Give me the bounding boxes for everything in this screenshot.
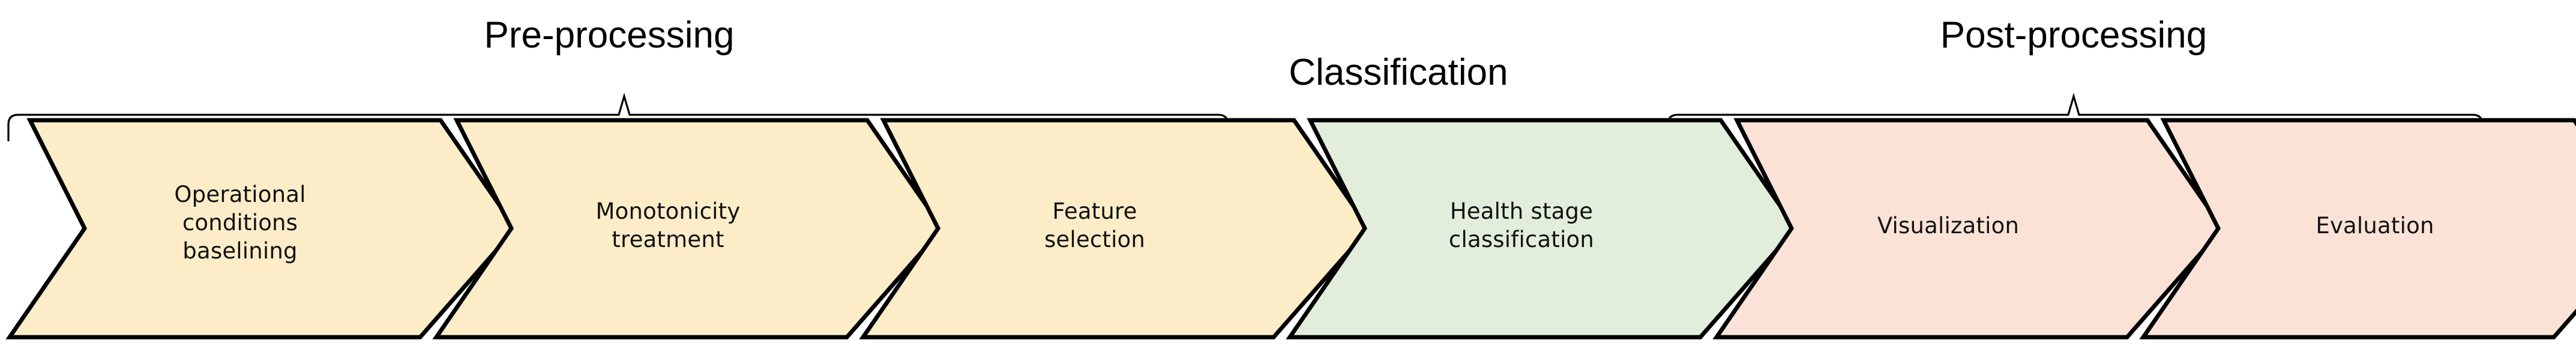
chevron-health-stage-classification bbox=[1286, 118, 1799, 340]
step-label-operational-conditions-baselining: Operational conditions baselining bbox=[174, 181, 306, 264]
chevron-monotonicity-treatment bbox=[432, 118, 945, 340]
group-title-pre-processing: Pre-processing bbox=[484, 14, 735, 56]
step-label-health-stage-classification: Health stage classification bbox=[1448, 198, 1595, 252]
group-title-classification: Classification bbox=[1289, 52, 1508, 93]
step-label-feature-selection: Feature selection bbox=[1044, 198, 1146, 252]
group-title-post-processing: Post-processing bbox=[1940, 14, 2207, 56]
chevron-operational-conditions-baselining bbox=[5, 118, 519, 340]
chevron-visualization bbox=[1712, 118, 2225, 340]
step-label-monotonicity-treatment: Monotonicity treatment bbox=[595, 198, 741, 252]
step-label-visualization: Visualization bbox=[1877, 212, 2020, 239]
chevron-shapes bbox=[5, 118, 2576, 340]
step-label-evaluation: Evaluation bbox=[2316, 212, 2434, 239]
chevron-evaluation bbox=[2139, 118, 2576, 340]
chevron-feature-selection bbox=[859, 118, 1372, 340]
